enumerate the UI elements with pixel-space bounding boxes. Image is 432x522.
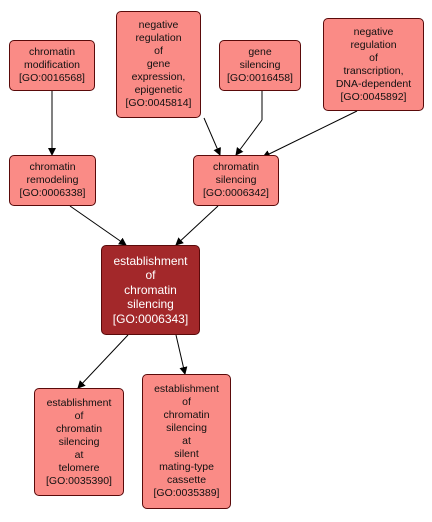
node-label-line: at [182, 435, 191, 447]
node-label-line: [GO:0035390] [46, 474, 112, 487]
node-label-line: chromatin [124, 282, 177, 297]
node-label-line: [GO:0035389] [153, 487, 220, 499]
node-label-line: silencing [239, 59, 281, 71]
node-label-line: of [145, 268, 156, 283]
node-label-line: of [369, 51, 378, 64]
node-label-line: [GO:0045814] [125, 97, 192, 109]
node-label-line: silent [174, 448, 199, 460]
node-label-line: [GO:0006343] [112, 311, 189, 326]
node-label-line: [GO:0045892] [340, 90, 407, 103]
node-label-line: of [154, 45, 163, 57]
node-label-line: remodeling [26, 174, 79, 186]
node-label-line: [GO:0016458] [227, 72, 293, 84]
node-label-line: silencing [58, 435, 100, 448]
node-label-line: at [74, 448, 84, 461]
edge-n5-n7 [69, 205, 127, 246]
node-label-line: chromatin [28, 46, 76, 58]
node-label-line: transcription, [343, 64, 404, 77]
node-label-line: epigenetic [134, 84, 183, 96]
node-label-line: chromatin [212, 161, 260, 173]
node-label-line: [GO:0016568] [19, 72, 85, 84]
node-label-line: silencing [215, 174, 257, 186]
node-label-line: cassette [166, 474, 207, 486]
node-label-line: gene [146, 58, 171, 70]
node-label-line: chromatin [55, 422, 103, 435]
edge-n7-n9 [175, 334, 188, 375]
node-label-line: chromatin [163, 409, 210, 421]
node-label-line: negative [353, 25, 394, 38]
node-label-line: of [182, 396, 191, 408]
edge-n6-n7 [175, 205, 219, 246]
node-label-line: regulation [350, 38, 397, 51]
node-label-line: silencing [166, 422, 207, 434]
node-label-line: chromatin [29, 161, 76, 173]
node-label-line: expression, [131, 71, 186, 83]
node-label-line: mating-type [159, 461, 214, 473]
edge-n4-n6 [262, 110, 358, 158]
edge-n7-n8 [77, 334, 129, 389]
node-label-line: negative [138, 19, 179, 31]
node-label-line: regulation [135, 32, 182, 44]
edge-n3-n6b [235, 119, 263, 156]
node-label-line: establishment [154, 383, 219, 395]
node-label-line: silencing [127, 297, 174, 312]
node-label-line: establishment [113, 253, 188, 268]
edge-n2-n6 [203, 117, 221, 156]
node-label-line: of [74, 409, 84, 422]
node-label-line: DNA-dependent [335, 77, 412, 90]
node-label-line: [GO:0006338] [19, 187, 86, 199]
node-label-line: modification [23, 59, 81, 71]
node-label-line: gene [248, 46, 272, 58]
node-label-line: [GO:0006342] [203, 187, 269, 199]
node-label-line: telomere [58, 461, 100, 474]
node-label-line: establishment [46, 396, 112, 409]
